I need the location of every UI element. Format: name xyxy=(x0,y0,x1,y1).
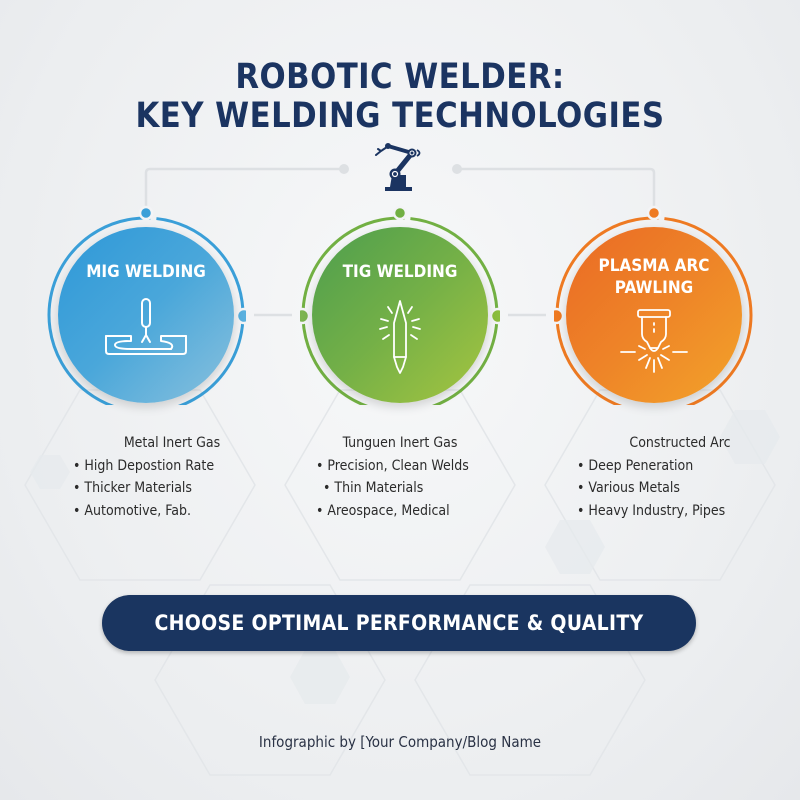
plasma-disc xyxy=(566,227,742,403)
mig-bullets: • High Depostion Rate • Thicker Material… xyxy=(52,455,292,523)
bullet: • Thin Materials xyxy=(323,480,424,496)
mig-torch-icon xyxy=(105,298,187,355)
bullet: • Heavy Industry, Pipes xyxy=(577,502,726,519)
plasma-nozzle-icon xyxy=(620,309,688,373)
mig-disc xyxy=(58,227,234,403)
bullet: • Precision, Clean Welds xyxy=(316,457,469,474)
plasma-description: Constructed Arc • Deep Peneration • Vari… xyxy=(550,432,790,522)
title-line-2: KEY WELDING TECHNOLOGIES xyxy=(135,96,665,136)
bullet: • Thicker Materials xyxy=(73,480,192,496)
bullet: • High Depostion Rate xyxy=(73,457,215,474)
tig-title: TIG WELDING xyxy=(342,262,458,282)
plasma-title-line-2: PAWLING xyxy=(614,278,694,298)
tig-ring xyxy=(300,205,500,405)
mig-ring xyxy=(47,205,246,405)
mig-description: Metal Inert Gas • High Depostion Rate • … xyxy=(52,432,292,522)
tech-card-plasma: PLASMA ARC PAWLING xyxy=(554,205,754,405)
tig-description: Tunguen Inert Gas • Precision, Clean Wel… xyxy=(280,432,520,522)
robot-arm-icon xyxy=(375,143,421,191)
tech-card-mig: MIG WELDING xyxy=(46,205,246,405)
mig-subtitle: Metal Inert Gas xyxy=(123,435,221,451)
plasma-bullets: • Deep Peneration • Various Metals • Hea… xyxy=(550,455,790,523)
plasma-title: PLASMA ARC PAWLING xyxy=(554,255,754,299)
plasma-subtitle: Constructed Arc xyxy=(629,435,731,451)
title-line-1: ROBOTIC WELDER: xyxy=(235,57,565,97)
footer-credit: Infographic by [Your Company/Blog Name xyxy=(258,733,542,751)
tech-card-tig: TIG WELDING xyxy=(300,205,500,405)
bullet: • Deep Peneration xyxy=(577,457,694,474)
bullet: • Various Metals xyxy=(577,480,680,496)
tungsten-electrode-icon xyxy=(379,300,421,374)
plasma-title-line-1: PLASMA ARC xyxy=(598,256,710,276)
bullet: • Areospace, Medical xyxy=(316,502,450,519)
cta-banner: CHOOSE OPTIMAL PERFORMANCE & QUALITY xyxy=(102,595,696,651)
mig-title: MIG WELDING xyxy=(86,262,206,282)
bullet: • Automotive, Fab. xyxy=(73,502,191,519)
plasma-ring xyxy=(554,205,753,405)
tig-bullets: • Precision, Clean Welds • Thin Material… xyxy=(280,455,520,523)
page-title: ROBOTIC WELDER: KEY WELDING TECHNOLOGIES xyxy=(48,58,752,136)
tig-subtitle: Tunguen Inert Gas xyxy=(342,435,458,451)
